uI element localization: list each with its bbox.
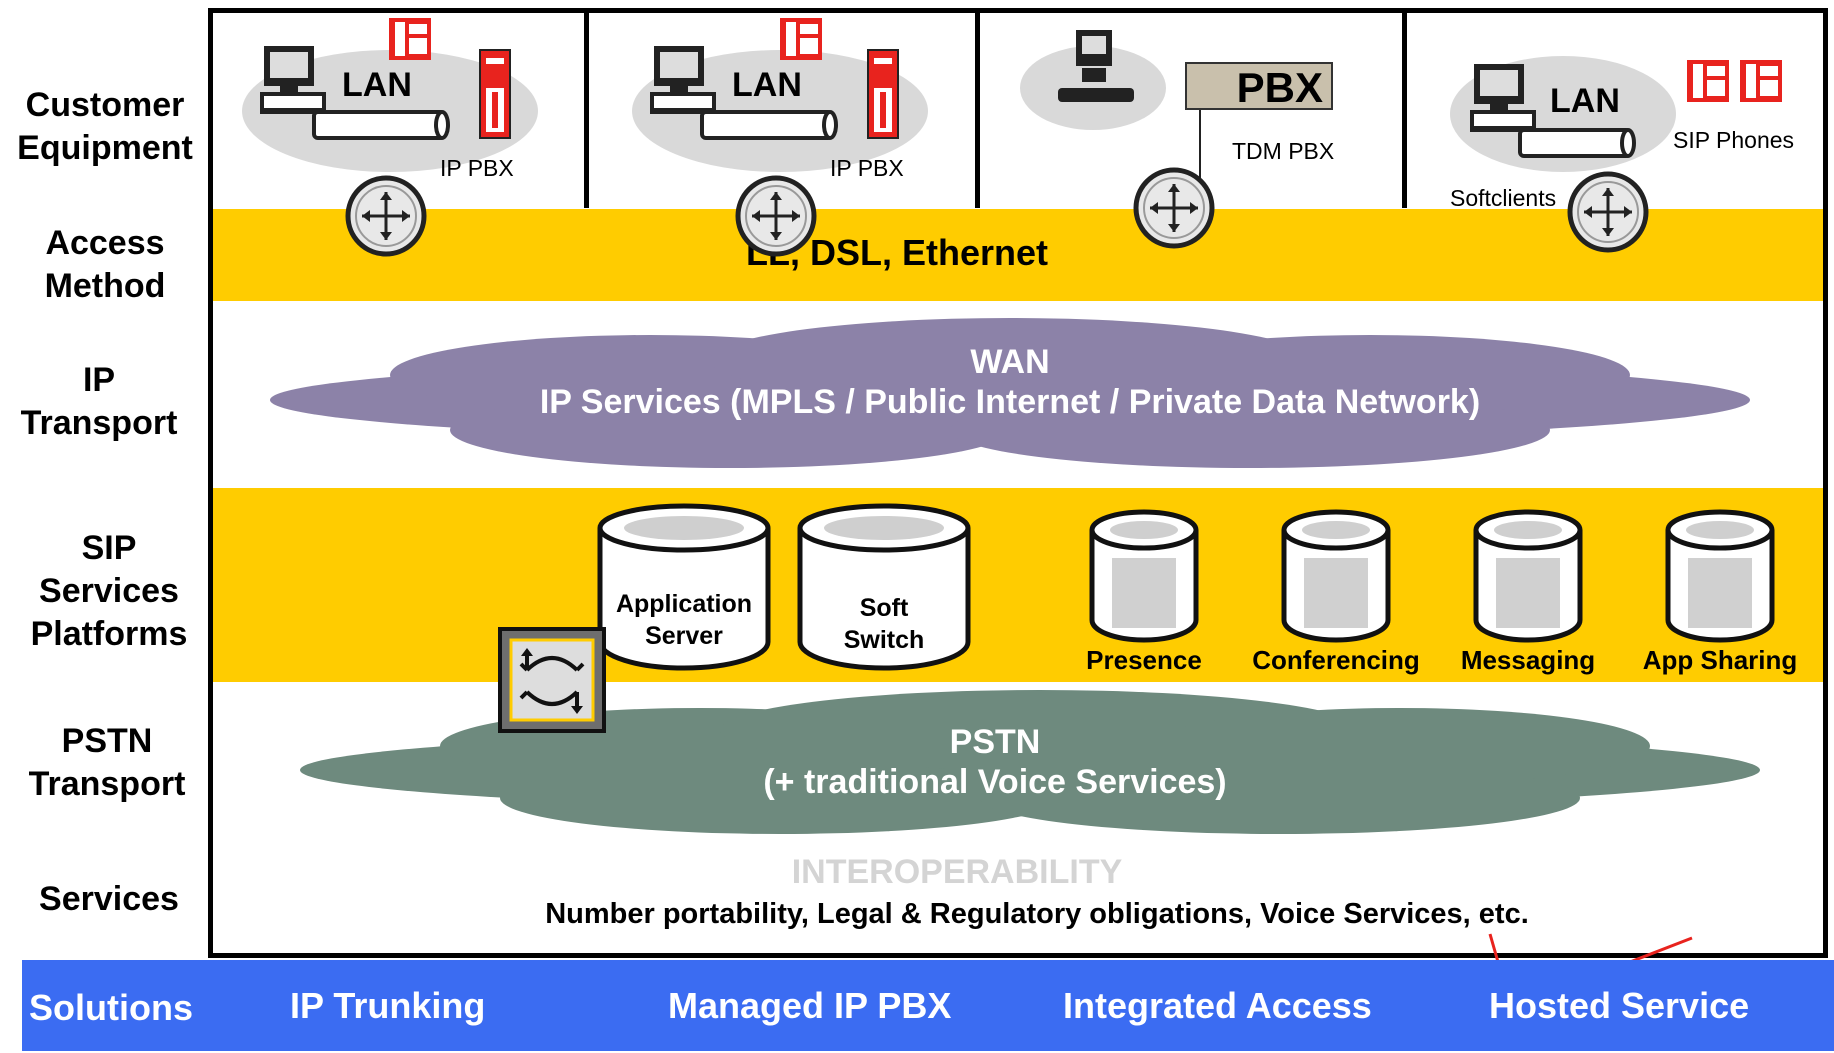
wan-cloud-label: WAN IP Services (MPLS / Public Internet … (250, 315, 1770, 475)
access-method-text: LL, DSL, Ethernet (745, 232, 1048, 273)
messaging-label: Messaging (1460, 645, 1596, 675)
conferencing-cylinder (1281, 509, 1391, 643)
computer-icon (260, 46, 326, 114)
computer-icon (1470, 64, 1536, 132)
presence-label: Presence (1086, 645, 1202, 675)
row-label-line: Equipment (17, 129, 193, 167)
row-label-sip-services-platforms: SIP Services Platforms (4, 527, 214, 656)
lan-label: LAN (342, 66, 412, 104)
solution-item: IP Trunking (290, 985, 486, 1026)
ip-pbx-label: IP PBX (830, 155, 904, 181)
messaging-cylinder (1473, 509, 1583, 643)
interoperability-label: INTEROPERABILITY (791, 853, 1123, 891)
ip-pbx-cabinet-icon (479, 49, 511, 139)
diagram-frame (208, 8, 1828, 958)
router-icon (1567, 171, 1649, 253)
application-server-label: Application Server (596, 588, 772, 652)
soft-switch-cylinder (797, 503, 971, 671)
access-band (213, 209, 1823, 301)
solutions-bar: Solutions IP Trunking Managed IP PBX Int… (22, 960, 1834, 1051)
lan-cable-icon (700, 110, 838, 140)
ip-pbx-label: IP PBX (440, 155, 514, 181)
row-label-line: IP (82, 361, 116, 399)
pbx-connector-line (1199, 110, 1201, 190)
conferencing-label: Conferencing (1252, 645, 1420, 675)
sip-phones-label: SIP Phones (1673, 127, 1795, 153)
computer-icon (650, 46, 716, 114)
presence-cylinder (1089, 509, 1199, 643)
row-label-pstn-transport: PSTN Transport (2, 720, 212, 806)
lan-cable-icon (312, 110, 450, 140)
softclients-label: Softclients (1450, 185, 1557, 211)
row-label-line: Access (45, 224, 165, 262)
ip-pbx-cabinet-icon (867, 49, 899, 139)
router-icon (735, 175, 817, 257)
phone-icon (780, 18, 822, 60)
label-line: Server (645, 622, 723, 650)
row-label-line: Services (39, 572, 179, 610)
row-label-line: Services (39, 880, 179, 918)
row-label-line: PSTN (61, 722, 153, 760)
lan-label: LAN (732, 66, 802, 104)
row-label-line: Transport (28, 765, 186, 803)
pbx-box: PBX (1185, 62, 1333, 111)
app-sharing-label: App Sharing (1642, 645, 1798, 675)
label-line: Application (615, 590, 753, 618)
row-label-line: Method (44, 267, 166, 305)
solutions-label: Solutions (29, 987, 193, 1028)
pstn-subtitle: (+ traditional Voice Services) (763, 763, 1227, 801)
phone-icon (1740, 60, 1782, 102)
pstn-title: PSTN (949, 723, 1041, 761)
lan-label: LAN (1550, 82, 1620, 120)
application-server-cylinder (597, 503, 771, 671)
wan-subtitle: IP Services (MPLS / Public Internet / Pr… (539, 383, 1481, 421)
label-line: Soft (859, 594, 909, 622)
solution-item: Integrated Access (1063, 985, 1372, 1026)
router-icon (345, 175, 427, 257)
column-divider (975, 8, 980, 208)
row-label-line: Platforms (30, 615, 188, 653)
media-gateway-icon (498, 627, 606, 733)
wan-cloud (270, 318, 1750, 468)
row-label-services: Services (4, 878, 214, 921)
row-label-line: SIP (81, 529, 137, 567)
soft-switch-label: Soft Switch (796, 592, 972, 656)
label-line: Switch (843, 626, 925, 654)
solution-item: Managed IP PBX (668, 985, 952, 1026)
phone-icon (1687, 60, 1729, 102)
lan-cable-icon (1518, 128, 1636, 158)
row-label-line: Customer (25, 86, 185, 124)
pstn-cloud-label: PSTN (+ traditional Voice Services) (280, 688, 1710, 844)
row-label-customer-equipment: Customer Equipment (0, 84, 210, 170)
router-icon (1133, 167, 1215, 249)
row-label-line: Transport (20, 404, 178, 442)
row-label-access-method: Access Method (0, 222, 210, 308)
column-divider (584, 8, 589, 208)
red-annotation-marks (1488, 933, 1693, 964)
column-divider (1402, 8, 1407, 208)
solution-item: Hosted Service (1489, 985, 1750, 1026)
tdm-pbx-label: TDM PBX (1232, 138, 1335, 164)
services-text: Number portability, Legal & Regulatory o… (545, 898, 1529, 930)
phone-icon (389, 18, 431, 60)
row-label-ip-transport: IP Transport (0, 359, 204, 445)
terminal-icon (1058, 30, 1134, 102)
app-sharing-cylinder (1665, 509, 1775, 643)
wan-title: WAN (970, 343, 1050, 381)
